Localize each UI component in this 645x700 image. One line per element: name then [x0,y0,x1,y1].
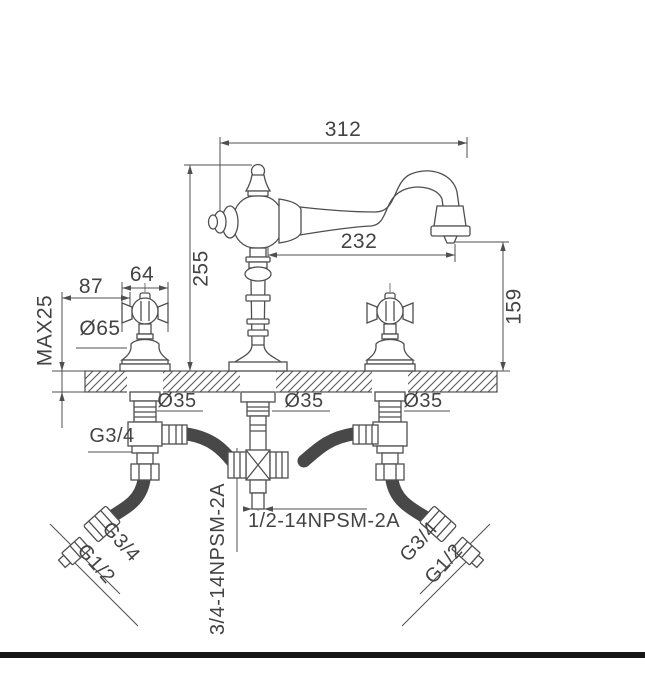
dim-handle-width: 64 [129,263,155,286]
label-hole-diameter-right: Ø35 [403,390,443,412]
left-hose-hex-fitting [83,505,121,543]
footer-bar [0,652,645,658]
dim-outlet-height: 159 [502,288,526,325]
right-handle [364,292,416,372]
dim-body-height: 255 [189,250,213,287]
center-spout-column [207,163,302,372]
label-hole-diameter-left: Ø35 [157,390,197,412]
faucet-fixture [57,163,485,569]
label-tee-side-thread: 3/4-14NPSM-2A [207,482,229,636]
left-valve-body [127,391,188,481]
label-center-outlet-thread: 1/2-14NPSM-2A [247,510,401,532]
label-base-diameter: Ø65 [79,317,121,340]
dimension-arrows [59,140,506,512]
dim-left-offset: 87 [78,275,104,298]
spout [299,170,471,244]
dim-spout-reach-total: 312 [324,118,362,141]
countertop-section [84,370,498,393]
dim-spout-reach: 232 [340,230,378,253]
dimension-lines [49,137,510,627]
right-hose-end-fitting [451,536,485,569]
label-hole-diameter-center: Ø35 [284,390,324,412]
left-hose-end-fitting [57,536,91,569]
dim-max-counter-thickness: MAX25 [33,294,57,367]
right-hose-hex-fitting [419,505,457,543]
center-tee-assembly [227,391,289,510]
label-valve-thread: G3/4 [89,425,135,447]
right-valve-body [352,391,408,481]
